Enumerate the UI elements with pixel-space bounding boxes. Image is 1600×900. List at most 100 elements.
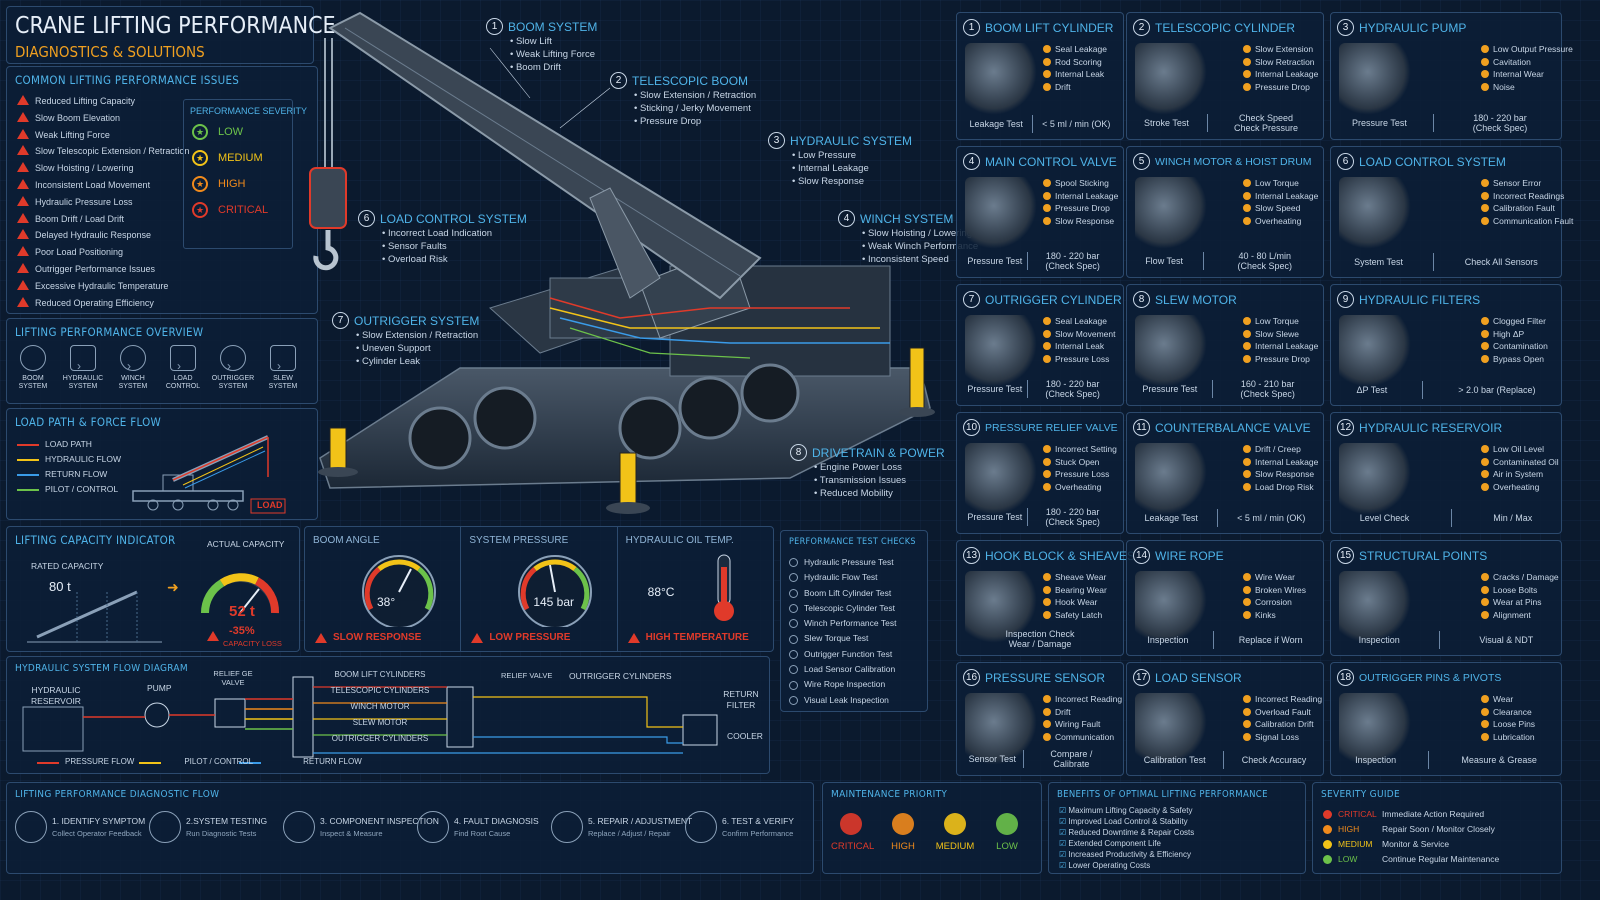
card-title: MAIN CONTROL VALVE: [985, 154, 1117, 169]
warning-dot-icon: [1043, 610, 1051, 619]
callout-title: HYDRAULIC SYSTEM: [790, 133, 913, 148]
callout-list: Slow LiftWeak Lifting ForceBoom Drift: [510, 35, 597, 74]
legend-label: HYDRAULIC FLOW: [45, 454, 122, 464]
card-test-label: Inspection: [1147, 635, 1189, 645]
card-issue: Broken Wires: [1243, 584, 1306, 597]
warning-dot-icon: [1243, 179, 1251, 187]
benefit-label: Lower Operating Costs: [1068, 861, 1151, 870]
test-label: Boom Lift Cylinder Test: [804, 587, 892, 598]
callout-item: Sensor Faults: [382, 240, 527, 253]
card-issue-label: Internal Leakage: [1255, 456, 1319, 467]
card-issue: Signal Loss: [1243, 731, 1322, 744]
card-title: PRESSURE SENSOR: [985, 670, 1106, 685]
card-test-value: Compare / Calibrate: [1050, 749, 1093, 769]
check-icon: ☑: [1059, 861, 1069, 870]
card-issue: Low Torque: [1243, 177, 1318, 190]
card-issue: Pressure Loss: [1043, 353, 1115, 366]
warning-icon: [17, 212, 29, 223]
arrow-icon: ›: [177, 359, 181, 373]
severity-title: PERFORMANCE SEVERITY: [190, 106, 308, 116]
card-test-value: > 2.0 bar (Replace): [1458, 385, 1536, 395]
card-issue-label: Safety Latch: [1055, 609, 1103, 620]
card-test-label: Pressure Test: [1142, 384, 1198, 394]
benefit-label: Reduced Downtime & Repair Costs: [1068, 828, 1195, 837]
card-number: 12: [1337, 419, 1354, 436]
warning-dot-icon: [1243, 610, 1251, 619]
card-issue: Seal Leakage: [1043, 43, 1107, 56]
card-heading: 12 HYDRAULIC RESERVOIR: [1337, 419, 1502, 436]
card-issue-label: Internal Leak: [1055, 341, 1105, 351]
step-sub: Confirm Performance: [722, 829, 794, 838]
system-icon: [120, 345, 146, 371]
card-issue-label: Drift / Creep: [1255, 444, 1301, 454]
callout-item: Slow Extension / Retraction: [634, 89, 756, 102]
component-image: [965, 693, 1037, 765]
warning-icon: [207, 627, 225, 645]
step-sub: Collect Operator Feedback: [52, 829, 142, 838]
card-test-value: 180 - 220 bar (Check Spec): [1045, 251, 1100, 271]
gauge-value: 38°: [377, 595, 396, 609]
overview-label: BOOM: [22, 375, 44, 382]
divider: [1023, 750, 1025, 768]
flow-line-label: SLEW MOTOR: [352, 718, 408, 727]
warning-dot-icon: [1243, 457, 1251, 466]
guide-label: HIGH: [1338, 824, 1360, 834]
card-title: HYDRAULIC RESERVOIR: [1359, 420, 1503, 435]
legend-item: HYDRAULIC FLOW: [17, 452, 121, 467]
crane-outline-icon: [27, 590, 162, 643]
divider: [1217, 509, 1219, 527]
warning-dot-icon: [1243, 585, 1251, 594]
card-test-value: Check Speed Check Pressure: [1233, 113, 1298, 133]
priority-item: HIGH: [883, 813, 923, 852]
warning-icon: [17, 95, 29, 105]
arrow-icon: ›: [227, 359, 231, 373]
warning-dot-icon: [1043, 720, 1051, 728]
test-item: Wire Rope Inspection: [789, 677, 896, 692]
card-test-value: 180 - 220 bar (Check Spec): [1472, 113, 1528, 133]
callout-list: Engine Power LossTransmission IssuesRedu…: [814, 461, 945, 500]
test-label: Load Sensor Calibration: [804, 664, 896, 675]
callout-item: Slow Response: [792, 175, 912, 188]
card-issue-label: Slow Retraction: [1255, 56, 1315, 67]
title-panel: CRANE LIFTING PERFORMANCE DIAGNOSTICS & …: [6, 6, 336, 64]
issue-label: Slow Hoisting / Lowering: [35, 163, 134, 174]
star-icon: ★: [192, 176, 208, 192]
gauge-value: 145 bar: [533, 595, 575, 609]
component-image: [965, 43, 1037, 115]
card-issue: Incorrect Reading: [1043, 693, 1122, 706]
card-number: 15: [1337, 547, 1354, 564]
card-test-value: 160 - 210 bar (Check Spec): [1240, 379, 1295, 399]
card-issue: Lubrication: [1481, 731, 1535, 744]
issue-item: Weak Lifting Force: [17, 127, 189, 144]
card-issue: Corrosion: [1243, 596, 1306, 609]
